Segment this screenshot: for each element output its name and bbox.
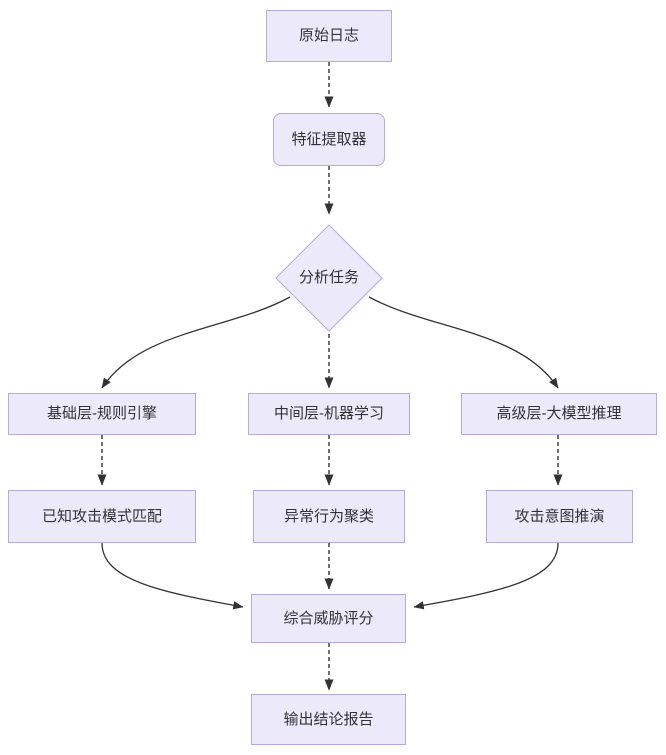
node-base-layer[interactable]: 基础层-规则引擎 [8,393,196,435]
node-output-report-label: 输出结论报告 [283,710,374,728]
node-attack-intent-label: 攻击意图推演 [514,507,605,525]
edge-attack-intent-to-threat-score [413,542,559,610]
node-raw-log-label: 原始日志 [298,27,359,44]
node-output-report[interactable]: 输出结论报告 [251,694,406,745]
node-advanced-layer[interactable]: 高级层-大模型推理 [461,393,657,435]
edge-known-attack-match-to-threat-score [101,542,244,610]
edge-analysis-task-to-advanced-layer [368,296,559,389]
node-raw-log[interactable]: 原始日志 [266,10,392,62]
node-middle-layer-label: 中间层-机器学习 [274,405,384,422]
node-advanced-layer-label: 高级层-大模型推理 [496,405,622,422]
node-analysis-task[interactable]: 分析任务 [267,221,391,334]
node-analysis-task-label: 分析任务 [298,268,359,286]
node-threat-score-label: 综合威胁评分 [283,609,374,627]
node-known-attack-match[interactable]: 已知攻击模式匹配 [8,490,196,543]
node-middle-layer[interactable]: 中间层-机器学习 [248,393,410,435]
node-base-layer-label: 基础层-规则引擎 [47,405,157,422]
node-anomaly-cluster-label: 异常行为聚类 [283,507,374,525]
edge-analysis-task-to-base-layer [101,296,291,389]
node-anomaly-cluster[interactable]: 异常行为聚类 [253,490,405,543]
node-threat-score[interactable]: 综合威胁评分 [251,594,406,643]
node-feature-extractor[interactable]: 特征提取器 [273,113,385,166]
node-known-attack-match-label: 已知攻击模式匹配 [41,507,162,525]
node-attack-intent[interactable]: 攻击意图推演 [486,490,633,543]
node-feature-extractor-label: 特征提取器 [291,130,367,148]
